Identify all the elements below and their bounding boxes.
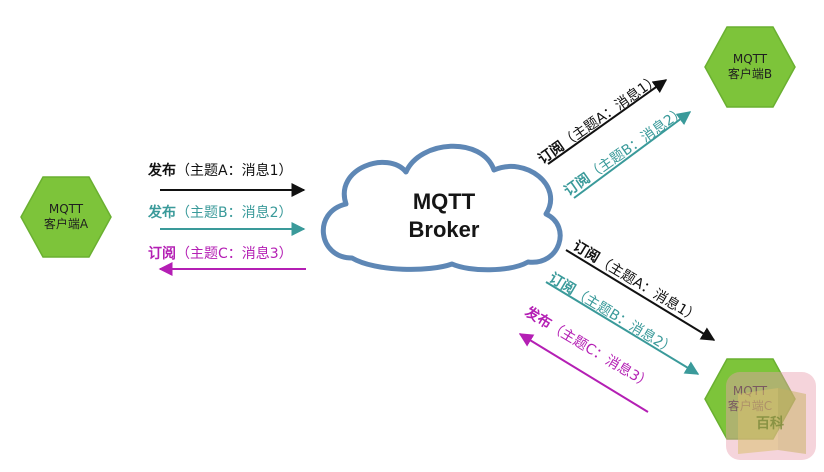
client-a-line2: 客户端A bbox=[43, 217, 89, 231]
message-detail: （主题B：消息2） bbox=[176, 205, 293, 221]
message-detail: （主题C：消息3） bbox=[176, 246, 293, 262]
broker-label-line1: MQTT bbox=[412, 189, 476, 214]
arrow-c-publish-topic-c bbox=[518, 333, 649, 413]
client-b-line2: 客户端B bbox=[727, 67, 773, 81]
broker-cloud bbox=[320, 143, 563, 273]
client-b-node: MQTT 客户端B bbox=[704, 26, 796, 108]
client-b-hexagon bbox=[704, 26, 796, 108]
arrow-c-subscribe-topic-a bbox=[565, 249, 716, 341]
client-a-node: MQTT 客户端A bbox=[20, 176, 112, 258]
message-a-publish-topic-a: 发布（主题A：消息1） bbox=[148, 162, 292, 180]
watermark-stamp: 百科 bbox=[726, 372, 816, 460]
message-action: 订阅 bbox=[148, 246, 176, 262]
message-a-publish-topic-b: 发布（主题B：消息2） bbox=[148, 204, 293, 222]
message-action: 发布 bbox=[148, 163, 176, 179]
client-a-hexagon bbox=[20, 176, 112, 258]
arrow-b-subscribe-topic-b bbox=[573, 111, 692, 199]
broker-label: MQTT Broker bbox=[384, 188, 504, 244]
client-b-line1: MQTT bbox=[732, 52, 768, 66]
message-a-subscribe-topic-c: 订阅（主题C：消息3） bbox=[148, 245, 293, 263]
message-detail: （主题A：消息1） bbox=[176, 163, 293, 179]
broker-label-line2: Broker bbox=[408, 217, 480, 242]
arrow-b-subscribe-topic-a bbox=[547, 79, 668, 165]
client-a-line1: MQTT bbox=[48, 202, 84, 216]
message-action: 发布 bbox=[148, 205, 176, 221]
watermark-text: 百科 bbox=[756, 415, 784, 432]
arrow-c-subscribe-topic-b bbox=[545, 281, 700, 375]
